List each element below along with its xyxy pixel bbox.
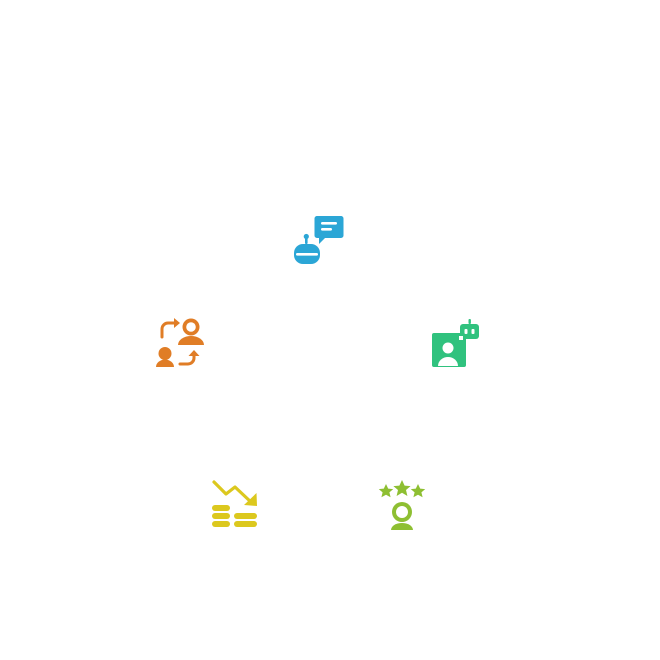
chatbot-message-icon — [294, 216, 344, 264]
customer-rating-icon — [378, 480, 426, 530]
cost-reduction-icon — [212, 480, 257, 527]
user-swap-icon — [156, 318, 204, 367]
ai-user-profile-icon — [432, 319, 479, 367]
